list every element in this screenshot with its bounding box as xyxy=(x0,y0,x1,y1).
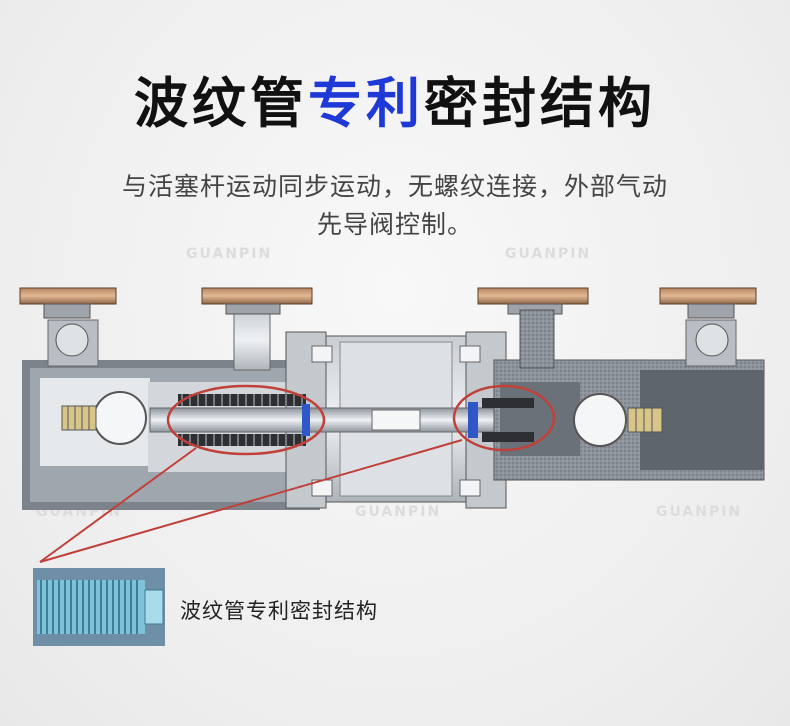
title-highlight: 专利 xyxy=(308,72,424,135)
title-part2: 密封结构 xyxy=(424,72,656,135)
right-bellows xyxy=(302,398,534,442)
watermark: GUANPIN xyxy=(355,504,442,520)
valve-cross-section xyxy=(19,287,765,563)
watermark: GUANPIN xyxy=(186,246,273,262)
leader-line-left xyxy=(39,447,197,563)
piston-rod xyxy=(149,407,551,433)
title-part1: 波纹管 xyxy=(134,72,308,135)
leader-line-right xyxy=(39,439,463,563)
right-valve-body xyxy=(493,309,765,481)
subtitle-line2: 先导阀控制。 xyxy=(316,210,473,239)
left-bellows xyxy=(178,394,306,446)
watermark: GUANPIN xyxy=(505,246,592,262)
callout-circle-left xyxy=(166,384,326,456)
page-title: 波纹管专利密封结构 xyxy=(0,64,790,144)
watermark: GUANPIN xyxy=(656,504,743,520)
subtitle-line1: 与活塞杆运动同步运动，无螺纹连接，外部气动 xyxy=(121,172,668,201)
left-valve-body xyxy=(22,309,320,510)
callout-label: 波纹管专利密封结构 xyxy=(180,599,378,623)
top-flanges xyxy=(19,287,757,319)
bellows-render-image xyxy=(33,568,165,646)
callout-circle-right xyxy=(452,384,556,452)
subtitle: 与活塞杆运动同步运动，无螺纹连接，外部气动 先导阀控制。 xyxy=(80,168,710,244)
